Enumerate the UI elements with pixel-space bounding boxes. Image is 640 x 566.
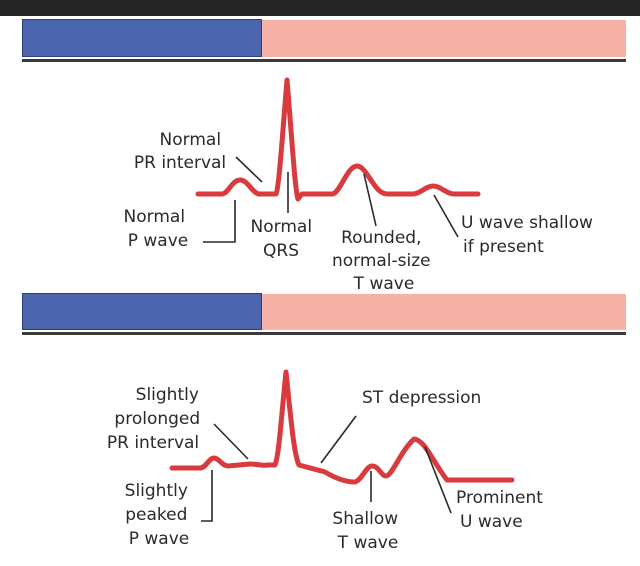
- panel2-divider: [22, 332, 626, 335]
- panel1-header-title-box: [22, 19, 262, 57]
- panel2-header-bar: [262, 294, 626, 330]
- panel1-p-wave-label: Normal P wave: [124, 207, 191, 251]
- panel1-u-wave-leader: [433, 194, 459, 238]
- panel1-p-wave-leader: [203, 200, 236, 243]
- panel1-pr-interval-label: Normal PR interval: [134, 130, 227, 173]
- panel2-st-leader: [320, 415, 357, 464]
- panel1-qrs-label: Normal QRS: [251, 217, 318, 261]
- panel2-header-title-box: [22, 293, 262, 330]
- panel2-p-wave-label: Slightly peaked P wave: [125, 481, 194, 549]
- panel1-ecg-waveform: [195, 77, 481, 202]
- panel1-t-wave-leader: [363, 173, 377, 227]
- window-top-bar: [0, 0, 640, 16]
- panel1-header-bar: [262, 20, 626, 57]
- panel2-p-wave-leader: [201, 470, 213, 522]
- panel2-pr-interval-label: Slightly prolonged PR interval: [107, 385, 206, 453]
- panel1-t-wave-label: Rounded, normal-size T wave: [332, 228, 436, 294]
- panel2-st-label: ST depression: [362, 388, 481, 408]
- panel1-divider: [22, 59, 626, 62]
- panel2-t-wave-label: Shallow T wave: [332, 509, 403, 553]
- panel1-u-wave-label: U wave shallow if present: [461, 213, 598, 257]
- panel1-pr-leader: [235, 156, 263, 183]
- panel2-pr-leader: [213, 423, 249, 460]
- panel2-u-wave-label: Prominent U wave: [456, 488, 548, 532]
- panel2-ecg-waveform: [169, 369, 515, 485]
- panel2-u-wave-leader: [424, 446, 452, 514]
